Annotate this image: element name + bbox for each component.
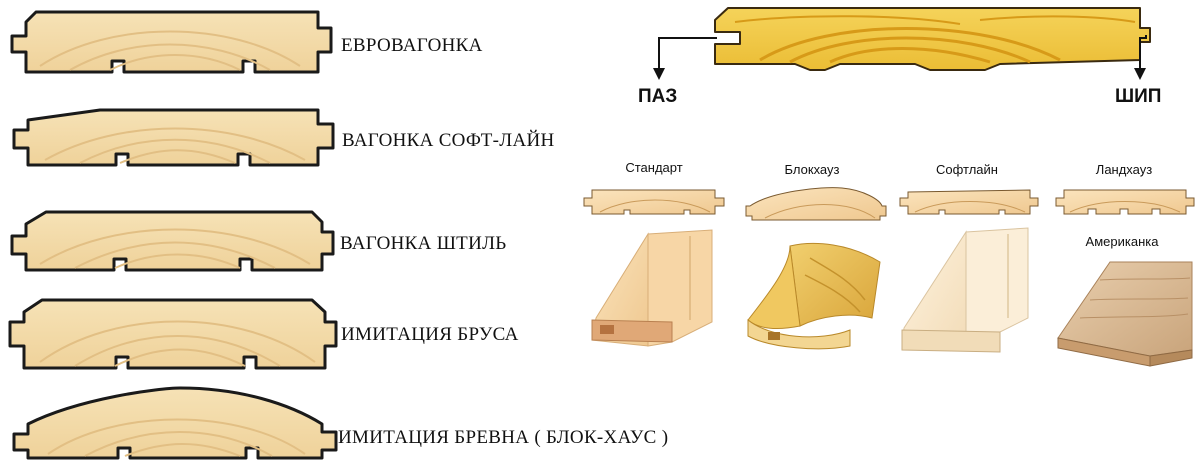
- label-shtil: ВАГОНКА ШТИЛЬ: [340, 233, 507, 254]
- type-landhaus-profile: [1055, 189, 1195, 215]
- label-groove: ПАЗ: [638, 86, 678, 107]
- type-blockhouse-board: [747, 242, 881, 350]
- label-type-softline: Софтлайн: [936, 162, 998, 177]
- tongue-groove-board: [714, 7, 1151, 71]
- profile-brus-imitation: [8, 298, 338, 370]
- label-type-blockhouse: Блокхауз: [784, 162, 840, 177]
- type-blockhouse-profile: [745, 187, 887, 221]
- label-log-imitation: ИМИТАЦИЯ БРЕВНА ( БЛОК-ХАУС ): [338, 427, 669, 448]
- profile-evrovagonka: [10, 10, 333, 74]
- profile-log-imitation: [12, 386, 338, 460]
- label-tongue: ШИП: [1115, 86, 1162, 107]
- tongue-pointer: [1134, 35, 1147, 80]
- profile-shtil: [10, 210, 335, 272]
- type-softline-board: [901, 227, 1029, 353]
- profile-softline: [12, 108, 335, 167]
- label-type-landhaus: Ландхауз: [1095, 162, 1153, 177]
- label-type-amerikanka: Американка: [1085, 234, 1159, 249]
- label-brus-imitation: ИМИТАЦИЯ БРУСА: [341, 324, 519, 345]
- label-evrovagonka: ЕВРОВАГОНКА: [341, 35, 483, 56]
- type-amerikanka-board: [1057, 261, 1193, 367]
- type-standart-profile: [583, 189, 725, 215]
- groove-pointer: [653, 37, 717, 80]
- label-type-standart: Стандарт: [625, 160, 683, 175]
- type-softline-profile: [899, 189, 1039, 215]
- label-softline: ВАГОНКА СОФТ-ЛАЙН: [342, 130, 555, 151]
- type-standart-board: [591, 229, 713, 347]
